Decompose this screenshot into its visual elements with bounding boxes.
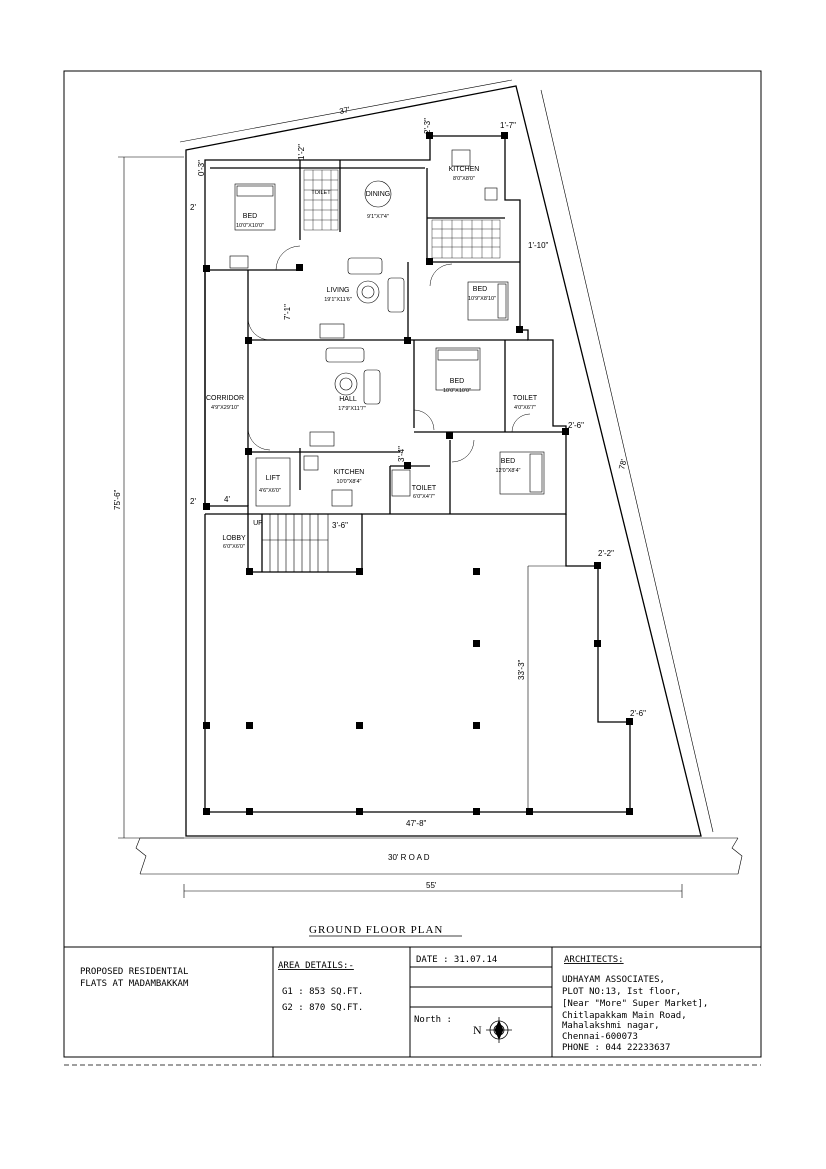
- dim-2-left-bottom: 2': [190, 497, 196, 506]
- columns: [203, 132, 633, 815]
- dim-0-3: 0'-3": [197, 160, 206, 176]
- room-size-kitchen-2: 10'0"X8'4": [337, 479, 362, 485]
- room-size-toilet-2: 4'0"X6'7": [514, 405, 536, 411]
- title-block-text: PROPOSED RESIDENTIAL FLATS AT MADAMBAKKA…: [80, 955, 708, 1053]
- dim-stair: 3'-6": [332, 521, 348, 530]
- parking-area: [204, 514, 631, 813]
- room-name-toilet-3: TOILET: [412, 485, 437, 492]
- room-size-kitchen-1: 8'0"X8'0": [453, 176, 475, 182]
- area-g2: G2 : 870 SQ.FT.: [282, 1003, 363, 1013]
- dim-right: 78': [617, 458, 628, 471]
- room-size-bed-4: 12'0"X8'4": [496, 468, 521, 474]
- north-arrow-icon: [486, 1017, 512, 1043]
- project-line-2: FLATS AT MADAMBAKKAM: [80, 979, 189, 989]
- dim-2-left-top: 2': [190, 203, 196, 212]
- room-size-living: 19'1"X11'6": [324, 297, 352, 303]
- stair-up-label: UP: [253, 520, 263, 527]
- room-name-bed-1: BED: [243, 213, 257, 220]
- room-name-lift: LIFT: [266, 475, 281, 482]
- building-walls: [204, 135, 567, 573]
- dim-1-10: 1'-10": [528, 241, 549, 250]
- dim-2-3: 2'-3": [423, 118, 432, 134]
- room-size-toilet-3: 6'0"X4'7": [413, 494, 435, 500]
- furniture: [229, 149, 545, 507]
- room-name-bed-4: BED: [501, 458, 515, 465]
- area-heading: AREA DETAILS:-: [278, 961, 354, 971]
- dim-overall-width: 55': [183, 881, 683, 898]
- dim-7-1: 7'-1": [283, 304, 292, 320]
- living-rug: [356, 280, 380, 304]
- room-size-hall: 17'9"X11'7": [338, 406, 366, 412]
- dim-parking-depth: 33'-3": [517, 659, 526, 680]
- hall-rug: [334, 372, 358, 396]
- staircase: [261, 513, 329, 573]
- road-label: 30' R O A D: [388, 853, 430, 862]
- dim-left: 75'-6": [113, 489, 122, 510]
- architects-line-2: PLOT NO:13, Ist floor,: [562, 987, 681, 997]
- architects-line-4: Chitlapakkam Main Road,: [562, 1011, 687, 1021]
- room-name-living: LIVING: [327, 287, 350, 294]
- north-label: North :: [414, 1015, 452, 1025]
- plot-boundary: [118, 79, 714, 839]
- project-line-1: PROPOSED RESIDENTIAL: [80, 967, 188, 977]
- dim-3-4: 3'-4": [397, 446, 406, 462]
- dim-2-2: 2'-2": [598, 549, 614, 558]
- room-name-bed-3: BED: [450, 378, 464, 385]
- room-name-hall: HALL: [339, 396, 357, 403]
- architects-line-5: Mahalakshmi nagar,: [562, 1021, 660, 1031]
- door-swings: [247, 245, 531, 463]
- date-label: DATE : 31.07.14: [416, 955, 497, 965]
- architects-line-3: [Near "More" Super Market],: [562, 999, 708, 1009]
- room-name-toilet-2: TOILET: [513, 395, 538, 402]
- road: 30' R O A D: [135, 837, 743, 875]
- dimension-labels: 37' 75'-6" 78' 47'-8" 33'-3" 3'-6" 2' 2'…: [113, 105, 646, 828]
- toilet-tiles: [303, 169, 501, 259]
- room-size-lobby: 6'0"X6'0": [223, 544, 245, 550]
- dim-4: 4': [224, 495, 230, 504]
- room-name-lobby: LOBBY: [222, 535, 246, 542]
- dim-top: 37': [339, 105, 351, 116]
- room-size-bed-2: 10'9"X8'10": [468, 296, 496, 302]
- drawing-title: GROUND FLOOR PLAN: [309, 924, 443, 936]
- room-size-bed-3: 10'0"X10'0": [443, 388, 471, 394]
- room-name-toilet-1: TOILET: [311, 190, 331, 196]
- architects-line-6: Chennai-600073: [562, 1032, 638, 1042]
- dim-bottom-inner: 47'-8": [406, 819, 427, 828]
- room-name-corridor: CORRIDOR: [206, 395, 244, 402]
- area-g1: G1 : 853 SQ.FT.: [282, 987, 363, 997]
- room-name-kitchen-2: KITCHEN: [334, 469, 365, 476]
- dim-2-6-a: 2'-6": [568, 421, 584, 430]
- north-letter: N: [473, 1023, 482, 1037]
- room-name-kitchen-1: KITCHEN: [449, 166, 480, 173]
- architects-line-1: UDHAYAM ASSOCIATES,: [562, 975, 665, 985]
- dim-2-6-b: 2'-6": [630, 709, 646, 718]
- room-size-dining: 9'1"X7'4": [367, 214, 389, 220]
- dim-1-2: 1'-2": [297, 144, 306, 160]
- architects-line-7: PHONE : 044 22233637: [562, 1043, 670, 1053]
- dim-1-7: 1'-7": [500, 121, 516, 130]
- room-size-lift: 4'6"X6'0": [259, 488, 281, 494]
- room-name-bed-2: BED: [473, 286, 487, 293]
- sheet-border: [63, 70, 762, 1058]
- title-block-grid: [64, 946, 761, 1057]
- architects-heading: ARCHITECTS:: [564, 955, 624, 965]
- room-size-corridor: 4'9"X29'10": [211, 405, 239, 411]
- room-labels: DINING 9'1"X7'4" KITCHEN 8'0"X8'0" BED 1…: [206, 166, 538, 550]
- room-size-bed-1: 10'0"X10'0": [236, 223, 264, 229]
- dim-overall-width-label: 55': [426, 881, 437, 890]
- room-name-dining: DINING: [366, 191, 391, 198]
- dining-table: [364, 180, 392, 208]
